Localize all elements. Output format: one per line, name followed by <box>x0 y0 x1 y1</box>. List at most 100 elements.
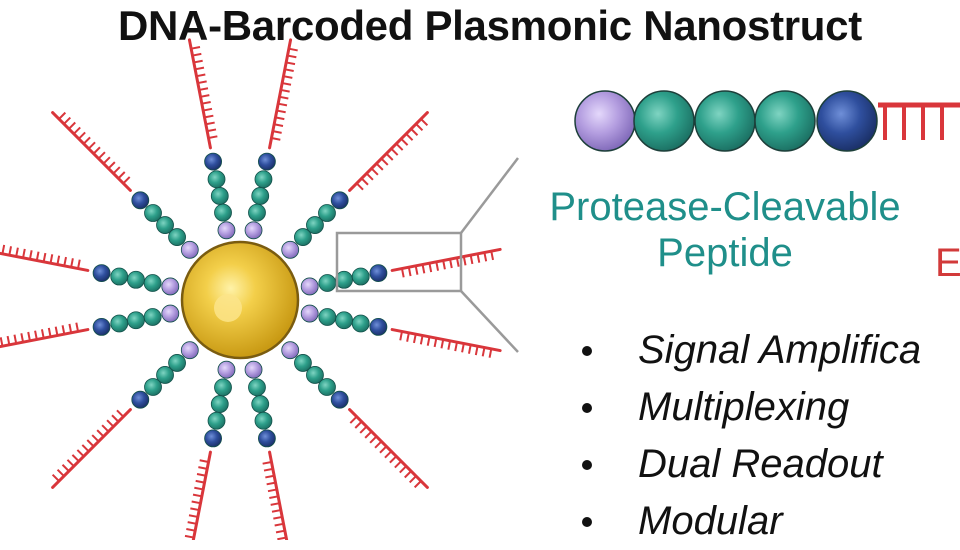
teal-bead <box>143 274 162 292</box>
dna-base-tick <box>272 130 282 134</box>
feature-item: Multiplexing <box>580 379 921 436</box>
dna-base-tick <box>106 419 115 428</box>
dna-base-tick <box>481 347 486 357</box>
dna-base-tick <box>390 147 399 156</box>
zoom-box <box>335 231 463 293</box>
dna-base-tick <box>281 82 292 86</box>
lilac-bead <box>300 277 319 296</box>
zoom-line-top <box>460 157 519 234</box>
teal-bead <box>156 216 174 234</box>
dna-base-tick <box>97 151 106 160</box>
dna-base-tick <box>92 146 101 155</box>
teal-bead <box>251 395 270 413</box>
dna-base-tick <box>197 80 207 85</box>
dna-base-tick <box>47 327 52 338</box>
bullet-icon <box>582 403 592 413</box>
dna-base-tick <box>81 444 90 453</box>
gold-nanoparticle <box>180 240 300 360</box>
dna-base-tick <box>66 459 75 467</box>
dna-base-tick <box>96 429 105 438</box>
dna-base-tick <box>194 486 204 491</box>
dna-base-tick <box>419 335 424 345</box>
navy-bead <box>92 318 111 336</box>
dna-base-tick <box>490 250 494 261</box>
dna-base-tick <box>263 467 274 472</box>
dna-base-tick <box>76 449 85 457</box>
lilac-bead <box>281 341 300 360</box>
dna-base-tick <box>187 521 197 525</box>
dna-base-tick <box>369 435 378 444</box>
dna-base-tick <box>262 460 272 465</box>
lilac-bead <box>300 304 319 323</box>
dna-base-tick <box>22 248 26 259</box>
dna-base-tick <box>271 137 281 141</box>
dna-base-tick <box>201 100 211 105</box>
dna-base-tick <box>122 176 131 185</box>
teal-bead <box>251 187 270 205</box>
dna-base-tick <box>408 475 417 484</box>
dna-base-tick <box>40 329 45 339</box>
teal-bead <box>318 204 336 222</box>
barcode-label-fragment: E <box>935 241 960 285</box>
dna-base-tick <box>283 75 293 79</box>
dna-base-tick <box>35 251 40 261</box>
zoom-callout <box>335 157 519 353</box>
ligand-strand <box>0 304 180 349</box>
teal-bead <box>207 170 226 189</box>
feature-text: Modular <box>638 499 783 543</box>
dna-base-tick <box>375 162 384 171</box>
dna-backbone <box>268 450 289 540</box>
lilac-bead <box>281 240 300 259</box>
dna-base-tick <box>399 331 403 341</box>
feature-text: Multiplexing <box>638 385 850 429</box>
dna-base-tick <box>275 529 286 534</box>
dna-base-tick <box>285 61 296 66</box>
dna-base-tick <box>426 336 431 346</box>
dna-base-tick <box>73 126 81 135</box>
dna-base-tick <box>196 73 206 78</box>
dna-base-tick <box>68 323 73 334</box>
dna-base-tick <box>474 345 479 356</box>
dna-base-tick <box>191 500 201 505</box>
navy-bead <box>369 264 388 282</box>
teal-bead <box>335 311 353 330</box>
dna-base-tick <box>196 473 207 477</box>
dna-base-tick <box>208 135 218 140</box>
dna-base-tick <box>407 266 412 277</box>
dna-base-tick <box>394 460 402 469</box>
teal-bead <box>210 395 229 413</box>
ligand-strand <box>0 244 180 296</box>
bullet-icon <box>582 346 592 356</box>
navy-bead <box>330 191 349 210</box>
dna-base-tick <box>420 118 429 127</box>
teal-bead <box>144 204 162 222</box>
dna-base-tick <box>112 166 121 175</box>
dna-base-tick <box>279 95 289 100</box>
dna-base-tick <box>198 87 209 91</box>
dna-base-tick <box>205 121 215 126</box>
dna-base-tick <box>78 131 86 140</box>
feature-list: Signal Amplifica Multiplexing Dual Reado… <box>580 322 921 550</box>
dna-base-tick <box>61 325 66 335</box>
teal-bead <box>306 216 324 234</box>
dna-base-tick <box>406 332 410 342</box>
lilac-bead <box>217 221 236 240</box>
peptide-label: Protease-Cleavable Peptide <box>515 184 935 276</box>
dna-base-tick <box>270 502 280 506</box>
navy-bead <box>131 191 150 210</box>
dna-backbone <box>51 408 132 489</box>
dna-base-tick <box>483 252 488 262</box>
dna-base-tick <box>461 343 465 353</box>
teal-bead <box>207 411 226 430</box>
dna-base-tick <box>421 264 426 274</box>
dna-base-tick <box>198 466 208 470</box>
dna-base-tick <box>101 424 110 433</box>
dna-base-tick <box>1 244 6 255</box>
dna-base-tick <box>192 52 202 57</box>
zoom-line-bottom <box>460 290 519 353</box>
dna-backbone <box>191 450 212 540</box>
dna-base-tick <box>265 474 275 479</box>
teal-bead <box>144 378 162 396</box>
dna-base-tick <box>449 258 453 269</box>
